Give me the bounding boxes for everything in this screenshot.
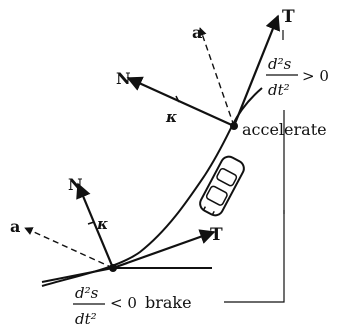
label-N-upper: N	[116, 69, 131, 88]
inequality-positive: > 0	[302, 67, 329, 85]
vector-a-lower	[24, 227, 114, 269]
label-kappa-upper: κ	[165, 108, 177, 126]
inequality-negative: < 0	[110, 294, 137, 312]
kappa-tick-upper	[175, 95, 180, 103]
label-a-lower: a	[10, 217, 20, 236]
vector-N-lower	[76, 182, 115, 269]
frac-lower-num: d²s	[75, 284, 99, 302]
label-a-upper: a	[192, 23, 202, 42]
label-accelerate: accelerate	[242, 120, 327, 139]
label-kappa-lower: κ	[96, 215, 108, 233]
vector-T-upper	[232, 14, 281, 127]
tangent-line-left	[41, 267, 114, 283]
frac-upper-den: dt²	[268, 81, 290, 99]
car-icon	[199, 155, 245, 217]
vector-T-lower	[112, 229, 216, 270]
label-T-upper: T	[282, 7, 295, 27]
label-T-lower: T	[210, 225, 223, 245]
frac-upper-num: d²s	[268, 55, 292, 73]
label-N-lower: N	[68, 175, 83, 194]
vector-N-upper	[126, 76, 235, 128]
frac-lower-den: dt²	[75, 310, 97, 328]
vector-a-upper	[198, 27, 235, 127]
label-brake: brake	[145, 293, 192, 312]
brake-bracket	[224, 110, 285, 303]
kappa-tick-lower	[87, 221, 95, 225]
